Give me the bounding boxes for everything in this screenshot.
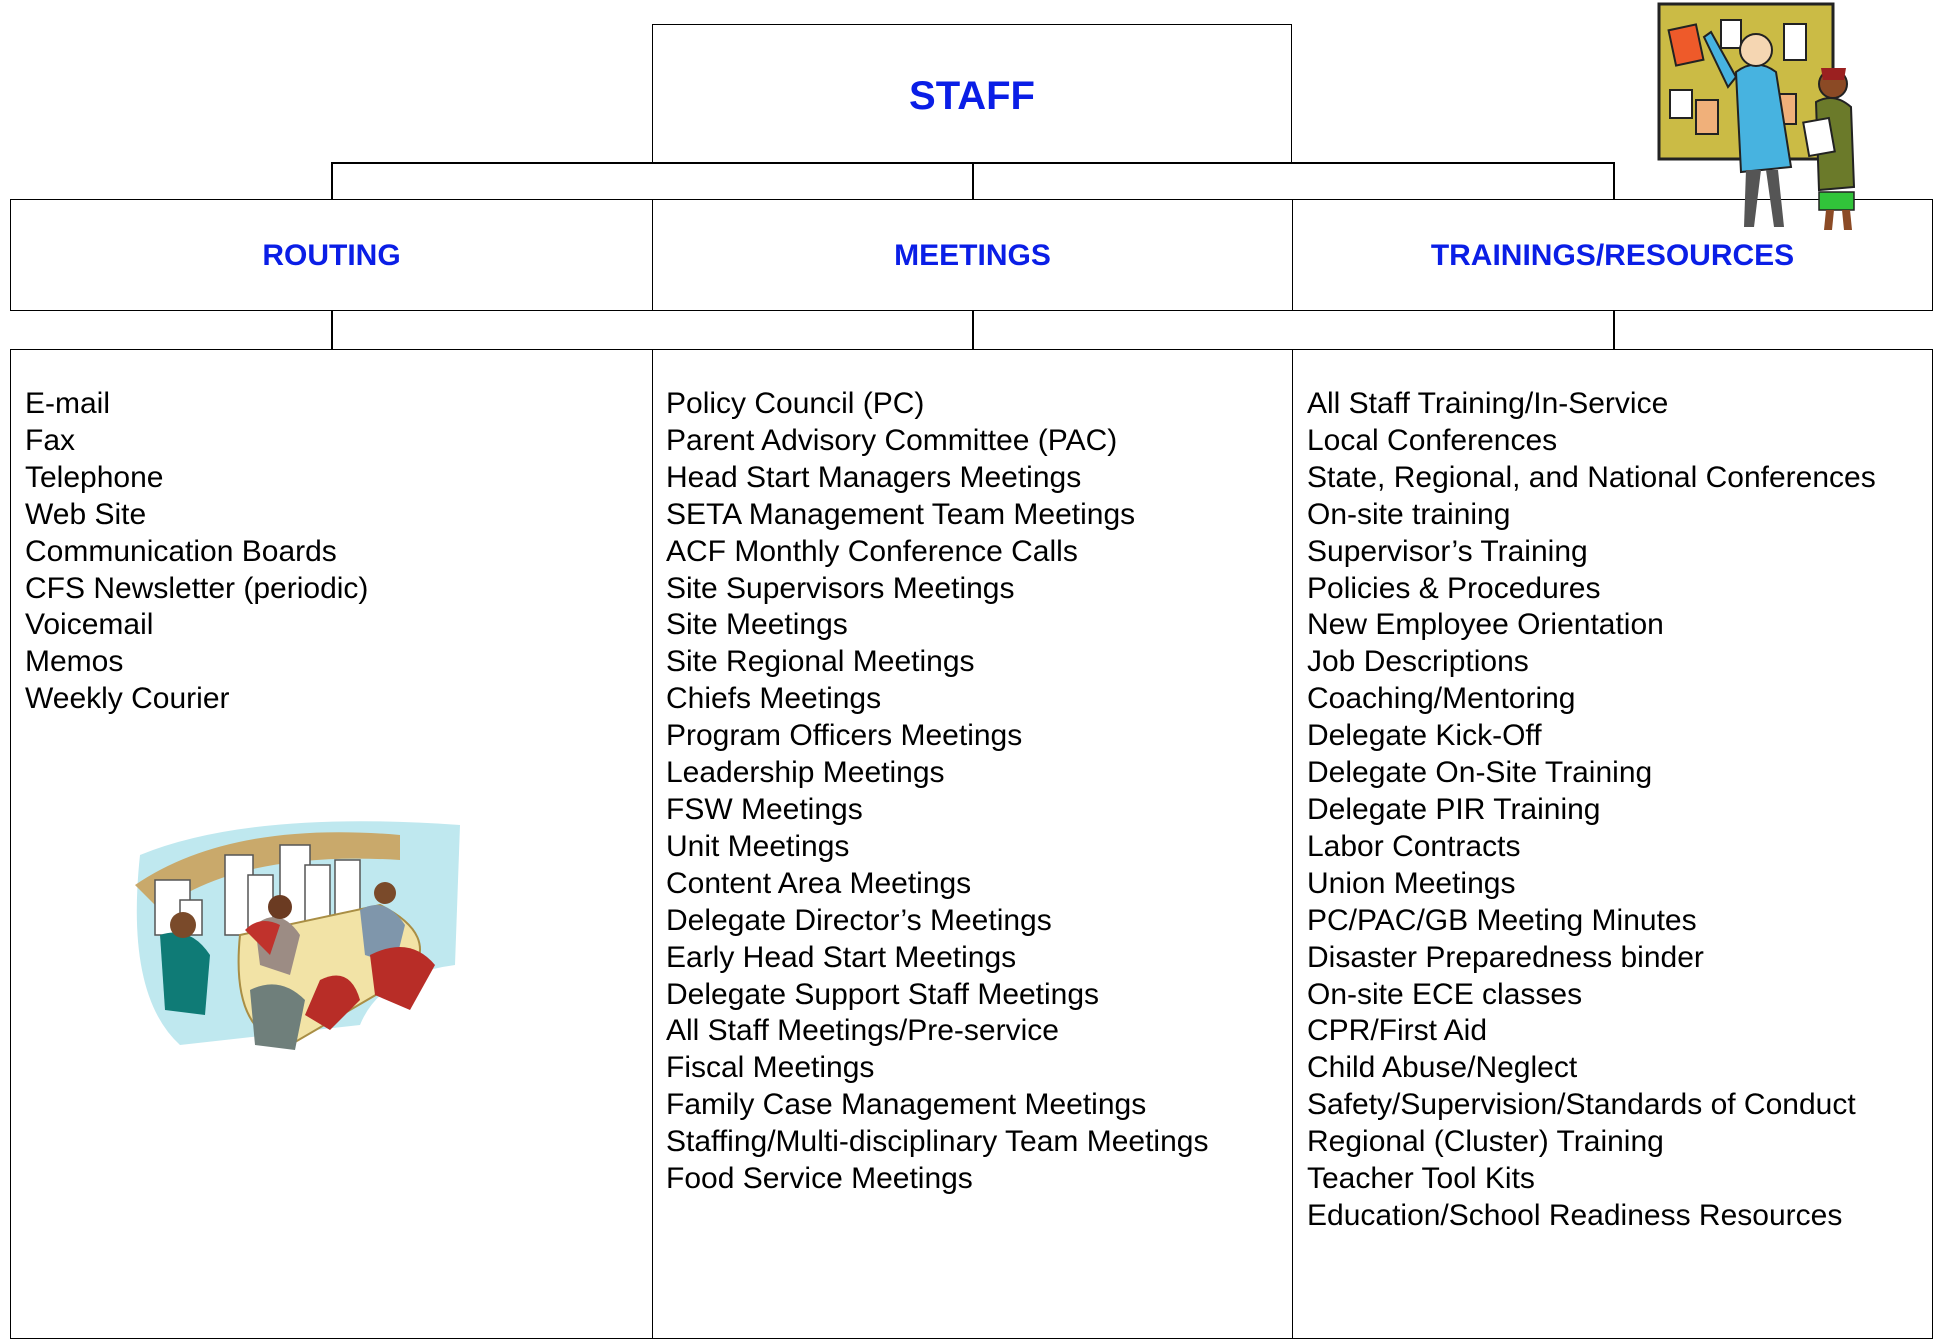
connector-line	[972, 162, 974, 200]
list-item: New Employee Orientation	[1307, 608, 1664, 642]
list-item: State, Regional, and National Conference…	[1307, 460, 1876, 494]
meeting-room-clipart	[120, 815, 465, 1070]
heading-box-routing	[10, 199, 653, 311]
list-item: Weekly Courier	[25, 682, 230, 716]
list-item: Site Regional Meetings	[666, 645, 975, 679]
list-item: Memos	[25, 645, 124, 679]
list-item: On-site training	[1307, 497, 1511, 531]
list-item: Labor Contracts	[1307, 829, 1521, 863]
list-item: Job Descriptions	[1307, 645, 1529, 679]
heading-routing: ROUTING	[262, 239, 401, 272]
list-item: Telephone	[25, 460, 164, 494]
meetings-list: Policy Council (PC)Parent Advisory Commi…	[666, 386, 1208, 1198]
list-item: Communication Boards	[25, 534, 337, 568]
root-box	[652, 24, 1292, 163]
list-item: Safety/Supervision/Standards of Conduct	[1307, 1088, 1856, 1122]
list-item: Teacher Tool Kits	[1307, 1162, 1535, 1196]
list-item: Supervisor’s Training	[1307, 534, 1588, 568]
list-item: All Staff Meetings/Pre-service	[666, 1014, 1059, 1048]
list-item: Parent Advisory Committee (PAC)	[666, 423, 1118, 457]
list-item: Delegate Director’s Meetings	[666, 903, 1052, 937]
list-item: Coaching/Mentoring	[1307, 682, 1576, 716]
list-item: Staffing/Multi-disciplinary Team Meeting…	[666, 1125, 1209, 1159]
connector-line	[972, 310, 974, 350]
list-item: FSW Meetings	[666, 792, 863, 826]
list-item: Head Start Managers Meetings	[666, 460, 1082, 494]
root-title: STAFF	[909, 74, 1035, 118]
heading-trainings: TRAININGS/RESOURCES	[1430, 239, 1795, 272]
list-item: Disaster Preparedness binder	[1307, 940, 1704, 974]
list-item: Fax	[25, 423, 76, 457]
list-item: CFS Newsletter (periodic)	[25, 571, 369, 605]
list-item: Voicemail	[25, 608, 154, 642]
list-item: Delegate Kick-Off	[1307, 719, 1542, 753]
list-item: SETA Management Team Meetings	[666, 497, 1136, 531]
list-item: Food Service Meetings	[666, 1162, 973, 1196]
list-item: Site Meetings	[666, 608, 848, 642]
list-item: Policies & Procedures	[1307, 571, 1601, 605]
list-item: Regional (Cluster) Training	[1307, 1125, 1664, 1159]
connector-line	[331, 162, 333, 200]
list-item: CPR/First Aid	[1307, 1014, 1488, 1048]
list-item: Union Meetings	[1307, 866, 1516, 900]
connector-line	[1613, 310, 1615, 350]
heading-meetings: MEETINGS	[894, 239, 1051, 272]
bulletin-board-people-clipart	[1656, 2, 1888, 234]
list-item: ACF Monthly Conference Calls	[666, 534, 1078, 568]
list-item: Early Head Start Meetings	[666, 940, 1017, 974]
list-item: Leadership Meetings	[666, 756, 945, 790]
list-item: Delegate On-Site Training	[1307, 756, 1653, 790]
list-item: Unit Meetings	[666, 829, 850, 863]
connector-line	[1613, 162, 1615, 200]
list-item: Delegate PIR Training	[1307, 792, 1601, 826]
list-item: Education/School Readiness Resources	[1307, 1198, 1843, 1232]
list-item: Program Officers Meetings	[666, 719, 1023, 753]
list-item: Family Case Management Meetings	[666, 1088, 1147, 1122]
list-item: Local Conferences	[1307, 423, 1558, 457]
list-item: All Staff Training/In-Service	[1307, 387, 1669, 420]
list-item: E-mail	[25, 387, 111, 420]
list-item: Child Abuse/Neglect	[1307, 1051, 1578, 1085]
content-box-meetings	[652, 349, 1293, 1339]
list-item: Policy Council (PC)	[666, 387, 925, 420]
list-item: On-site ECE classes	[1307, 977, 1583, 1011]
list-item: Delegate Support Staff Meetings	[666, 977, 1100, 1011]
list-item: PC/PAC/GB Meeting Minutes	[1307, 903, 1697, 937]
list-item: Web Site	[25, 497, 147, 531]
list-item: Chiefs Meetings	[666, 682, 882, 716]
content-box-trainings	[1292, 349, 1933, 1339]
list-item: Content Area Meetings	[666, 866, 972, 900]
list-item: Site Supervisors Meetings	[666, 571, 1015, 605]
connector-line	[331, 162, 1614, 164]
connector-line	[331, 310, 333, 350]
list-item: Fiscal Meetings	[666, 1051, 875, 1085]
